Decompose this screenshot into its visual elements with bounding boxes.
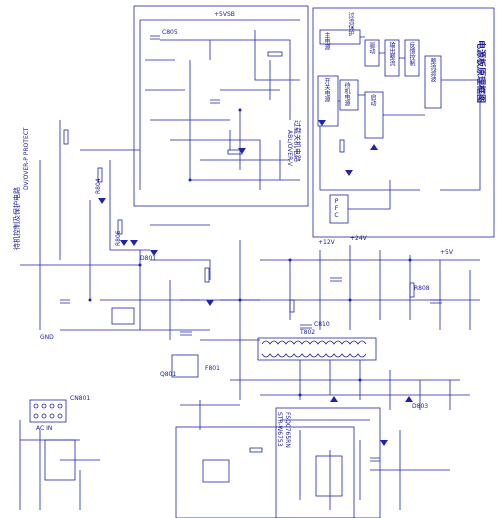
- blk-standby-label: 待机电源: [343, 82, 350, 106]
- overvoltage-sub: ABL/OVER-V: [286, 130, 293, 166]
- blk-power-switch-label: 开关电源: [323, 78, 330, 102]
- blk-start-label: 启动: [369, 94, 376, 106]
- blk-main-power-label: 主电源: [323, 32, 330, 50]
- d2-label: D803: [412, 403, 429, 410]
- d1-label: D801: [140, 255, 157, 262]
- fuse-label: F801: [205, 365, 220, 372]
- blk-input: [424, 55, 442, 109]
- ac-in-label: AC IN: [36, 425, 53, 432]
- ic-box: [275, 407, 381, 518]
- block-diagram-box: [312, 7, 495, 238]
- ic-chip-2: [44, 439, 76, 481]
- t-main-label: T802: [300, 329, 316, 336]
- v-out3-label: +5V: [440, 249, 453, 256]
- r3-label: R808: [414, 285, 430, 292]
- connector-header: [29, 399, 67, 423]
- ic-chip-1: [315, 455, 343, 497]
- r1-label: R804: [95, 178, 102, 194]
- blk-feedback-label: 反馈控制: [408, 42, 415, 66]
- v-out1-label: +12V: [318, 239, 335, 246]
- r2-label: R806: [115, 230, 122, 246]
- blk-input-label: 整流滤波: [429, 58, 436, 82]
- blk-output-label: 输出整流: [388, 42, 395, 66]
- bottom-section-box: [175, 426, 355, 518]
- blk-pfc-label: PFC: [333, 198, 340, 219]
- v-out2-label: +24V: [350, 235, 367, 242]
- q-main-label: Q801: [160, 371, 177, 378]
- overvoltage-title: 过载关机电路: [293, 120, 301, 162]
- c2-label: C810: [314, 321, 330, 328]
- c1-label: C805: [162, 29, 178, 36]
- transformer-main: [257, 337, 377, 361]
- ic-main-label: FSQ0765RN: [284, 412, 291, 448]
- ic-sub-label: STR-W6753: [276, 412, 283, 447]
- protect-circuit-title: 待机控制及保护电路: [13, 187, 21, 250]
- block-diagram-title: 电源板原理框图: [475, 40, 485, 104]
- pin-header-label: CN801: [70, 395, 91, 402]
- v-stb-label: +5VSB: [214, 11, 235, 18]
- blk-drive-label: 驱动: [368, 42, 375, 54]
- overvoltage-section-box: [133, 5, 309, 207]
- protect-circuit-sub: DV/OVER-P PROTECT: [23, 127, 30, 190]
- gnd-label: GND: [40, 334, 54, 341]
- blk-overcurrent-label: 过流保护: [347, 12, 354, 36]
